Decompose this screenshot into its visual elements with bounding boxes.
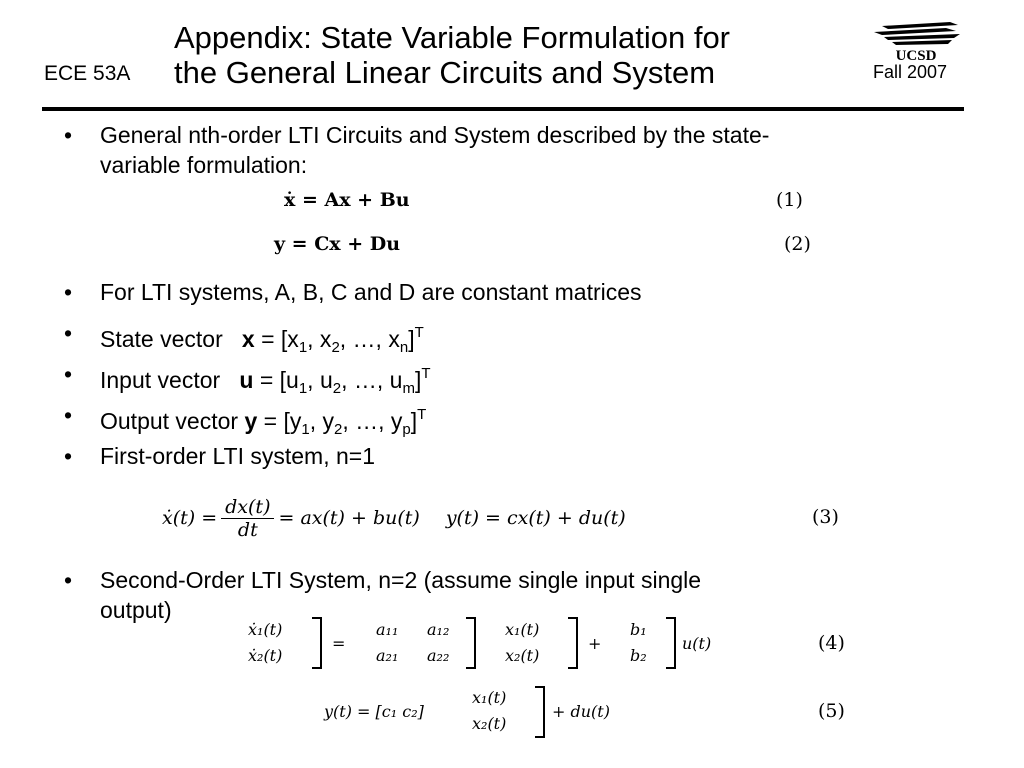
bullet-second-order-line2: output): [100, 597, 172, 623]
bullet-state-vector: State vector x = [x1, x2, …, xn]T: [100, 324, 424, 356]
eq4-bracket: [312, 617, 322, 669]
equation-2-number: (2): [784, 233, 811, 255]
eq3-output: y(t) = cx(t) + du(t): [445, 507, 626, 529]
eq3-numerator: dx(t): [221, 496, 275, 519]
eq5-rhs: + du(t): [552, 702, 610, 721]
bullet-lti-matrices: For LTI systems, A, B, C and D are const…: [100, 279, 642, 305]
bullet-input-vector: Input vector u = [u1, u2, …, um]T: [100, 365, 431, 397]
eq3-rhs: = ax(t) + bu(t): [278, 507, 420, 529]
eq3-lhs: ẋ(t) =: [162, 507, 218, 529]
eq3-denominator: dt: [237, 518, 258, 541]
eq4-x2: x₂(t): [505, 646, 540, 665]
equation-5-number: (5): [818, 700, 845, 722]
equation-3: ẋ(t) = dx(t) dt = ax(t) + bu(t) y(t) = c…: [162, 488, 626, 548]
eq5-x2: x₂(t): [472, 714, 507, 733]
eq4-b1: b₁: [630, 620, 647, 639]
bullet-general-line1: General nth-order LTI Circuits and Syste…: [100, 122, 770, 148]
eq3-fraction: dx(t) dt: [221, 496, 275, 541]
eq5-bracket: [535, 686, 545, 738]
title-line-1: Appendix: State Variable Formulation for: [174, 20, 731, 55]
bullet-marker: •: [64, 361, 73, 387]
eq4-bracket: [568, 617, 578, 669]
bullet-general-line2: variable formulation:: [100, 152, 308, 178]
header-divider: [42, 107, 964, 111]
equation-3-number: (3): [812, 506, 839, 528]
bullet-marker: •: [64, 279, 73, 305]
eq4-x1: x₁(t): [505, 620, 540, 639]
ucsd-logo: UCSD: [874, 22, 960, 64]
eq5-x1: x₁(t): [472, 688, 507, 707]
equation-1-number: (1): [776, 189, 803, 211]
term-label: Fall 2007: [873, 62, 948, 82]
eq4-x1dot: ẋ₁(t): [248, 620, 283, 639]
course-label: ECE 53A: [44, 62, 131, 85]
bullet-general: General nth-order LTI Circuits and Syste…: [100, 120, 950, 180]
eq4-b2: b₂: [630, 646, 647, 665]
eq4-a11: a₁₁: [376, 620, 399, 639]
logo-text: UCSD: [896, 48, 937, 64]
bullet-second-order: Second-Order LTI System, n=2 (assume sin…: [100, 565, 880, 625]
bullet-output-vector: Output vector y = [y1, y2, …, yp]T: [100, 406, 427, 438]
bullet-second-order-line1: Second-Order LTI System, n=2 (assume sin…: [100, 567, 702, 593]
bullet-first-order: First-order LTI system, n=1: [100, 443, 376, 469]
eq4-a21: a₂₁: [376, 646, 399, 665]
eq4-a12: a₁₂: [427, 620, 450, 639]
bullet-marker: •: [64, 122, 73, 148]
eq4-input: u(t): [682, 634, 712, 653]
equation-2: y = Cx + Du: [274, 233, 401, 255]
bullet-marker: •: [64, 443, 73, 469]
equation-4-number: (4): [818, 632, 845, 654]
eq4-equals: =: [332, 634, 346, 653]
eq4-bracket: [466, 617, 476, 669]
eq4-x2dot: ẋ₂(t): [248, 646, 283, 665]
equation-1: ẋ = Ax + Bu: [284, 189, 410, 211]
bullet-marker: •: [64, 320, 73, 346]
eq4-a22: a₂₂: [427, 646, 450, 665]
eq4-bracket: [666, 617, 676, 669]
bullet-marker: •: [64, 402, 73, 428]
eq4-plus: +: [588, 634, 602, 653]
slide-title: Appendix: State Variable Formulation for…: [174, 20, 834, 90]
bullet-marker: •: [64, 567, 73, 593]
eq5-lhs: y(t) = [c₁ c₂]: [324, 702, 424, 721]
title-line-2: the General Linear Circuits and System: [174, 55, 716, 90]
